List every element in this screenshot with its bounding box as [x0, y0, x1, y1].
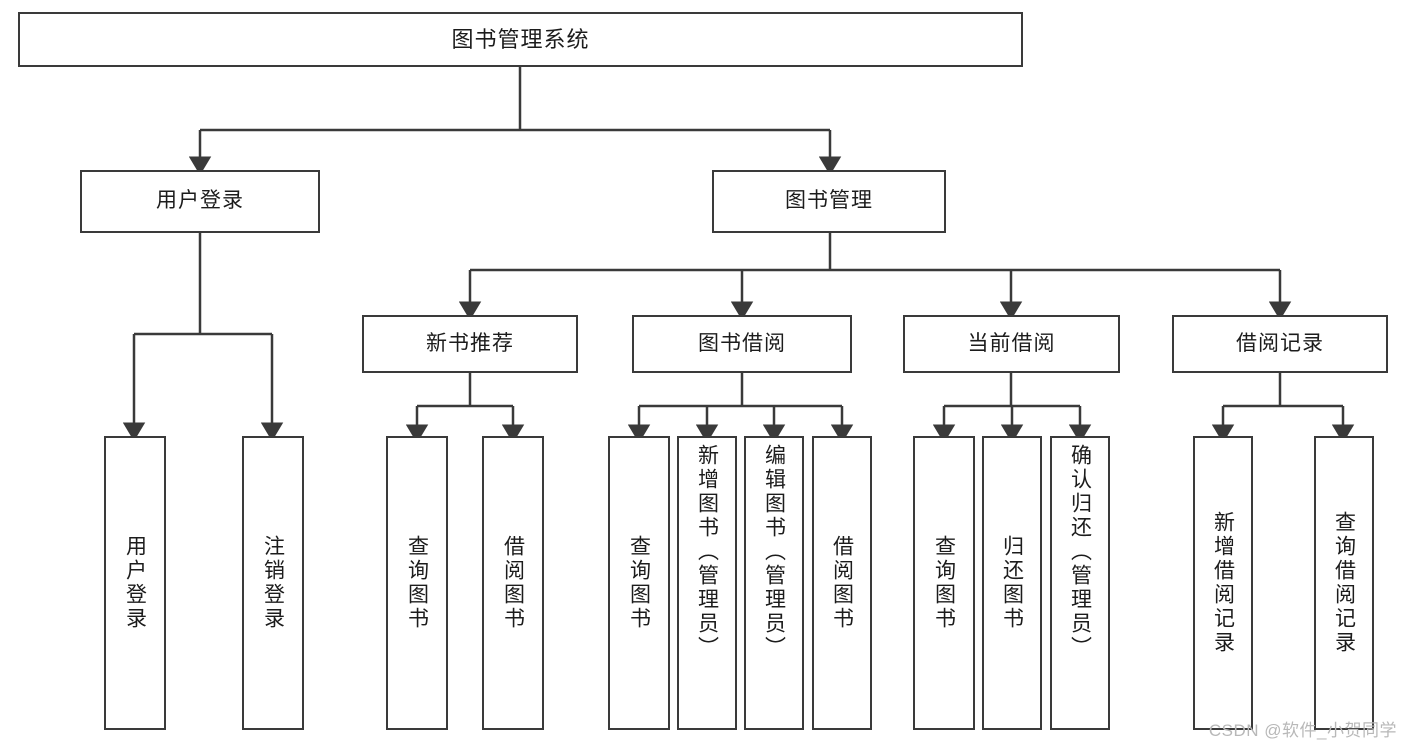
leaf-current-confirm-return-label: 确认归还（管理员）: [1068, 444, 1092, 660]
node-current-borrow[interactable]: 当前借阅: [903, 315, 1120, 373]
leaf-record-add-record[interactable]: 新增借阅记录: [1193, 436, 1253, 730]
node-current-borrow-label: 当前借阅: [967, 331, 1056, 355]
leaf-borrow-add-book[interactable]: 新增图书（管理员）: [677, 436, 737, 730]
leaf-borrow-edit-book[interactable]: 编辑图书（管理员）: [744, 436, 804, 730]
leaf-borrow-add-book-label: 新增图书（管理员）: [695, 444, 719, 660]
leaf-record-query-record[interactable]: 查询借阅记录: [1314, 436, 1374, 730]
leaf-record-query-record-label: 查询借阅记录: [1332, 511, 1356, 655]
leaf-user-login-signin-label: 用户登录: [123, 535, 147, 631]
node-book-management-label: 图书管理: [785, 189, 873, 213]
leaf-record-add-record-label: 新增借阅记录: [1211, 511, 1235, 655]
csdn-watermark: CSDN @软件_小贺同学: [1208, 721, 1397, 740]
node-borrow-record-label: 借阅记录: [1236, 331, 1324, 355]
leaf-recommend-query-book[interactable]: 查询图书: [386, 436, 448, 730]
leaf-current-query-book-label: 查询图书: [932, 535, 956, 631]
leaf-borrow-query-book-label: 查询图书: [627, 535, 651, 631]
node-borrow-record[interactable]: 借阅记录: [1172, 315, 1388, 373]
leaf-borrow-query-book[interactable]: 查询图书: [608, 436, 670, 730]
leaf-recommend-query-book-label: 查询图书: [405, 535, 429, 631]
node-book-borrow[interactable]: 图书借阅: [632, 315, 852, 373]
leaf-current-confirm-return[interactable]: 确认归还（管理员）: [1050, 436, 1110, 730]
node-new-book-recommend[interactable]: 新书推荐: [362, 315, 578, 373]
leaf-current-return-book-label: 归还图书: [1000, 535, 1024, 631]
leaf-current-query-book[interactable]: 查询图书: [913, 436, 975, 730]
leaf-user-login-signout-label: 注销登录: [261, 535, 285, 631]
leaf-recommend-borrow-book[interactable]: 借阅图书: [482, 436, 544, 730]
leaf-recommend-borrow-book-label: 借阅图书: [501, 535, 525, 631]
leaf-borrow-borrow-book[interactable]: 借阅图书: [812, 436, 872, 730]
node-root-system[interactable]: 图书管理系统: [18, 12, 1023, 67]
leaf-borrow-edit-book-label: 编辑图书（管理员）: [762, 444, 786, 660]
leaf-user-login-signin[interactable]: 用户登录: [104, 436, 166, 730]
leaf-user-login-signout[interactable]: 注销登录: [242, 436, 304, 730]
node-user-login[interactable]: 用户登录: [80, 170, 320, 233]
node-book-borrow-label: 图书借阅: [698, 331, 786, 355]
leaf-borrow-borrow-book-label: 借阅图书: [830, 535, 854, 631]
node-root-label: 图书管理系统: [451, 26, 590, 52]
node-new-book-recommend-label: 新书推荐: [426, 331, 514, 355]
node-user-login-label: 用户登录: [156, 189, 244, 213]
node-book-management[interactable]: 图书管理: [712, 170, 946, 233]
leaf-current-return-book[interactable]: 归还图书: [982, 436, 1042, 730]
